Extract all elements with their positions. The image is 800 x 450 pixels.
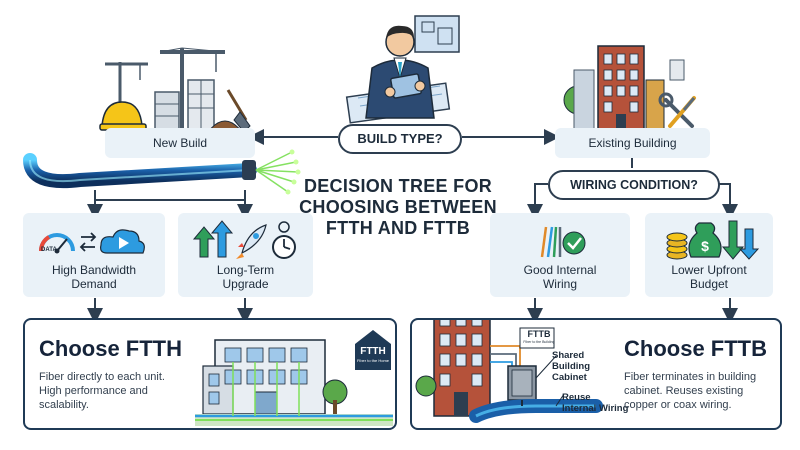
down-arrows-icon bbox=[721, 220, 760, 260]
wiring-callout-line-1: Reuse bbox=[562, 392, 591, 403]
new-build-label: New Build bbox=[152, 136, 208, 150]
wiring-callout: Reuse Internal Wiring bbox=[562, 392, 628, 414]
wiring-callout-line-2: Internal Wiring bbox=[562, 403, 629, 414]
long-term-label: Long-Term Upgrade bbox=[178, 263, 313, 291]
money-bag-icon: $ bbox=[688, 222, 722, 258]
fttb-desc-line-3: copper or coax wiring. bbox=[624, 399, 732, 411]
ftth-desc-line-1: Fiber directly to each unit. bbox=[39, 371, 165, 383]
lower-budget-line-2: Budget bbox=[689, 277, 729, 291]
long-term-upgrade-node: Long-Term Upgrade bbox=[178, 213, 313, 297]
existing-building-node: Existing Building bbox=[555, 128, 710, 158]
ftth-desc-line-2: High performance and bbox=[39, 385, 148, 397]
root-decision-node: BUILD TYPE? bbox=[338, 124, 462, 154]
fttb-desc-line-2: cabinet. Reuses existing bbox=[624, 385, 744, 397]
ftth-sign-subtitle: Fiber to the Home bbox=[356, 358, 389, 363]
existing-building-icon bbox=[563, 45, 696, 133]
fttb-desc-line-1: Fiber terminates in building bbox=[624, 371, 757, 383]
cloud-streaming-icon bbox=[100, 229, 145, 254]
data-exchange-arrows-icon bbox=[79, 232, 97, 252]
ftth-outcome-card: Choose FTTH Fiber directly to each unit.… bbox=[23, 318, 397, 430]
good-wiring-line-1: Good Internal bbox=[523, 263, 597, 277]
fiber-optic-cable-icon bbox=[23, 149, 301, 195]
lower-budget-label: Lower Upfront Budget bbox=[645, 263, 773, 291]
gauge-caption: DATA bbox=[41, 247, 57, 253]
ftth-card-title: Choose FTTH bbox=[39, 336, 182, 361]
cabinet-callout: Shared Building Cabinet bbox=[552, 350, 590, 383]
ftth-apartment-building-icon bbox=[195, 330, 393, 426]
cabinet-callout-line-1: Shared bbox=[552, 350, 585, 361]
budget-icons: $ bbox=[666, 220, 760, 260]
speed-gauge-icon bbox=[38, 233, 75, 254]
engineer-with-blueprint-icon bbox=[345, 15, 460, 124]
existing-building-label: Existing Building bbox=[588, 136, 677, 150]
wiring-check-icon bbox=[540, 226, 586, 258]
high-bandwidth-line-2: Demand bbox=[71, 277, 117, 291]
coin-stack-icon bbox=[666, 232, 688, 260]
cabinet-callout-line-3: Cabinet bbox=[552, 372, 587, 383]
root-decision-label: BUILD TYPE? bbox=[357, 131, 443, 146]
ftth-card-description: Fiber directly to each unit. High perfor… bbox=[39, 370, 199, 412]
rocket-icon bbox=[236, 224, 267, 259]
clock-icon bbox=[272, 221, 296, 259]
long-term-line-1: Long-Term bbox=[216, 263, 275, 277]
new-build-node: New Build bbox=[105, 128, 255, 158]
fttb-brick-building-icon bbox=[415, 320, 603, 423]
high-bandwidth-label: High Bandwidth Demand bbox=[23, 263, 165, 291]
lower-budget-line-1: Lower Upfront bbox=[671, 263, 747, 277]
cabinet-callout-line-2: Building bbox=[552, 361, 590, 372]
title-line-3: FTTH AND FTTB bbox=[325, 218, 471, 238]
high-bandwidth-node: DATA High Bandwidth Demand bbox=[23, 213, 165, 297]
growth-arrows-icon bbox=[192, 220, 234, 258]
long-term-line-2: Upgrade bbox=[222, 277, 269, 291]
fttb-card-title: Choose FTTB bbox=[624, 336, 767, 361]
wiring-condition-label: WIRING CONDITION? bbox=[570, 178, 698, 192]
lower-budget-node: $ Lower Upfront Budget bbox=[645, 213, 773, 297]
good-wiring-label: Good Internal Wiring bbox=[490, 263, 630, 291]
fttb-outcome-card: FTTB Fiber to the Building Shared Buildi… bbox=[410, 318, 782, 430]
ftth-sign-label: FTTH bbox=[360, 346, 386, 357]
ftth-desc-line-3: scalability. bbox=[39, 399, 89, 411]
upgrade-icons bbox=[192, 220, 296, 259]
bandwidth-icons bbox=[38, 229, 145, 254]
wiring-condition-node: WIRING CONDITION? bbox=[548, 170, 720, 200]
construction-crane-icon bbox=[99, 47, 251, 133]
title-line-2: CHOOSING BETWEEN bbox=[299, 197, 497, 217]
good-wiring-line-2: Wiring bbox=[542, 277, 577, 291]
good-wiring-node: Good Internal Wiring bbox=[490, 213, 630, 297]
svg-text:$: $ bbox=[701, 238, 709, 254]
fttb-card-description: Fiber terminates in building cabinet. Re… bbox=[624, 370, 778, 412]
fttb-tag-subtitle: Fiber to the Building bbox=[523, 340, 555, 344]
fttb-tag-label: FTTB bbox=[527, 329, 551, 339]
title-line-1: DECISION TREE FOR bbox=[303, 176, 493, 196]
high-bandwidth-line-1: High Bandwidth bbox=[51, 263, 137, 277]
page-title: DECISION TREE FOR CHOOSING BETWEEN FTTH … bbox=[298, 176, 498, 239]
